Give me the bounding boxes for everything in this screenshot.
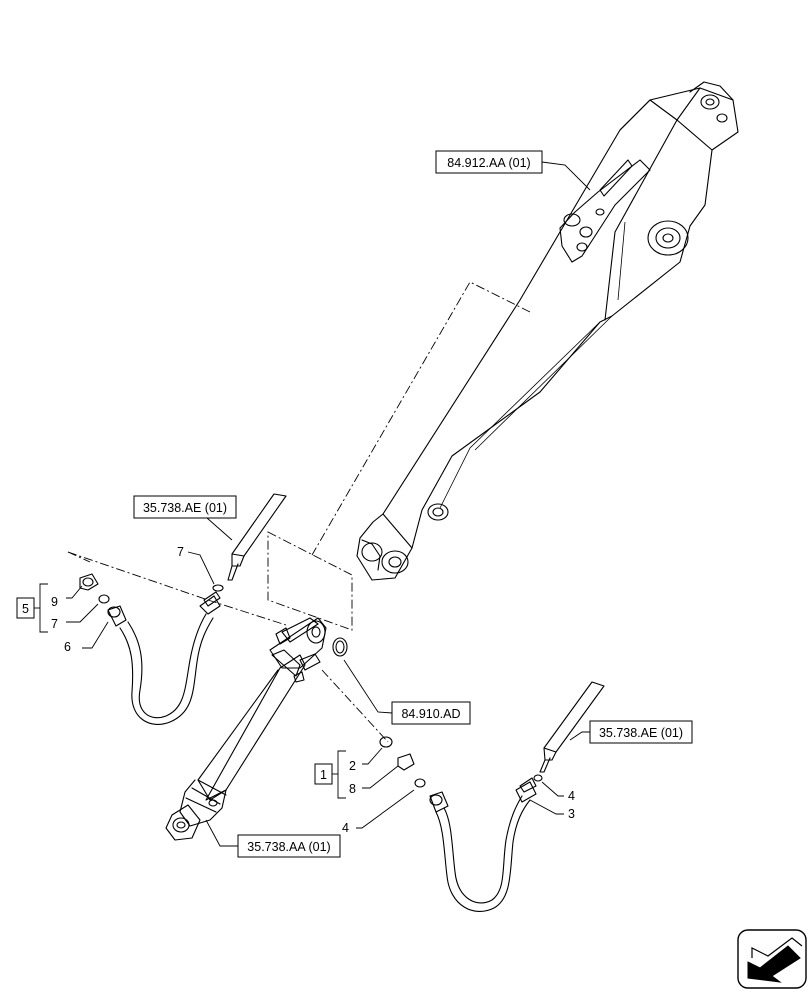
group-1: 1 2 8	[314, 750, 356, 799]
plug-9	[79, 573, 99, 591]
svg-text:35.738.AE (01): 35.738.AE (01)	[143, 501, 227, 515]
svg-text:35.738.AE (01): 35.738.AE (01)	[599, 726, 683, 740]
callout-3: 3	[568, 807, 575, 821]
ref-pipe-left[interactable]: 35.738.AE (01)	[133, 495, 237, 519]
svg-text:5: 5	[22, 602, 29, 616]
svg-text:84.912.AA (01): 84.912.AA (01)	[447, 156, 530, 170]
hose-left	[107, 591, 221, 725]
boom-arm	[356, 81, 739, 581]
callout-7-upper: 7	[177, 545, 184, 559]
assembly-lines	[67, 281, 531, 743]
o-ring-2	[379, 736, 393, 748]
o-ring-4	[414, 778, 426, 788]
callout-2: 2	[349, 759, 356, 773]
plug-8	[397, 753, 415, 771]
ref-boom-attach[interactable]: 84.910.AD	[391, 701, 471, 725]
callout-9: 9	[51, 595, 58, 609]
group-5: 5 9 7	[16, 583, 58, 633]
callout-6: 6	[64, 640, 71, 654]
svg-text:84.910.AD: 84.910.AD	[401, 707, 460, 721]
small-parts	[79, 573, 543, 788]
arrow-icon[interactable]	[737, 929, 807, 989]
o-ring-7	[98, 594, 110, 604]
hydraulic-cylinder	[165, 617, 327, 841]
o-ring-upper	[212, 584, 224, 592]
o-ring-4-right	[533, 774, 543, 782]
callout-7-left: 7	[51, 617, 58, 631]
callout-4-right: 4	[568, 789, 575, 803]
svg-text:35.738.AA (01): 35.738.AA (01)	[247, 840, 330, 854]
pipe-lower	[539, 681, 605, 773]
ref-pipe-right[interactable]: 35.738.AE (01)	[589, 720, 693, 744]
pipe-upper	[227, 493, 287, 581]
callout-4-left: 4	[342, 821, 349, 835]
ref-boom[interactable]: 84.912.AA (01)	[435, 150, 543, 174]
callout-8: 8	[349, 782, 356, 796]
svg-text:1: 1	[320, 768, 327, 782]
ref-cylinder[interactable]: 35.738.AA (01)	[237, 834, 341, 858]
o-ring-boom-attach	[332, 637, 348, 657]
hose-right	[429, 777, 537, 912]
